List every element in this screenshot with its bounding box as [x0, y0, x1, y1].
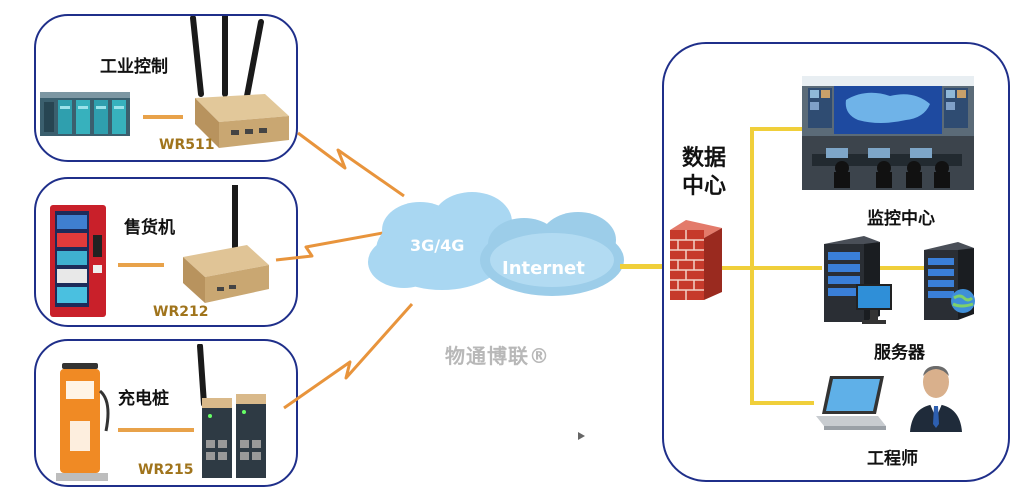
firewall-bus-link — [722, 266, 752, 270]
brand-watermark: 物通博联® — [445, 344, 550, 368]
plc-icon — [40, 92, 130, 136]
monitoring-center-image — [802, 76, 974, 190]
servers-label: 服务器 — [874, 343, 925, 363]
vending-machine-icon — [50, 205, 106, 317]
lightning-link-wr212 — [275, 230, 389, 262]
device-label-charger: 充电桩 — [118, 389, 169, 409]
router-icon-wr212 — [183, 185, 269, 303]
firewall-icon — [670, 220, 722, 300]
engineer-label: 工程师 — [867, 449, 918, 469]
bus-to-servers — [750, 266, 822, 270]
cursor-icon — [578, 432, 585, 440]
lightning-link-wr511 — [297, 131, 405, 198]
engineer-avatar-icon — [910, 366, 962, 432]
router-icon-wr215 — [197, 344, 266, 478]
local-link-industrial — [143, 115, 183, 119]
router-model-wr215: WR215 — [138, 462, 194, 478]
device-label-vending: 售货机 — [124, 218, 175, 238]
datacenter-title-line1: 数据 — [682, 146, 727, 171]
cloud-label-internet: Internet — [502, 258, 585, 279]
device-panel-industrial — [34, 14, 298, 162]
server-interlink — [880, 266, 924, 270]
datacenter-title-line2: 中心 — [682, 174, 727, 199]
charging-pile-icon — [56, 363, 110, 481]
cloud-firewall-link — [620, 264, 666, 269]
bus-to-monitoring — [750, 127, 802, 131]
cloud-label-3g4g: 3G/4G — [410, 236, 465, 255]
local-link-charger — [118, 428, 194, 432]
lightning-link-wr215 — [283, 303, 414, 410]
monitoring-center-label: 监控中心 — [867, 209, 935, 229]
laptop-icon — [816, 376, 886, 430]
device-label-industrial: 工业控制 — [100, 57, 168, 77]
router-icon-wr511 — [190, 16, 289, 148]
router-model-wr511: WR511 — [159, 137, 215, 153]
bus-to-engineer — [750, 401, 814, 405]
globe-icon — [951, 289, 975, 313]
router-model-wr212: WR212 — [153, 304, 209, 320]
monitor-icon — [856, 284, 892, 324]
network-cloud — [368, 192, 624, 296]
local-link-vending — [118, 263, 164, 267]
